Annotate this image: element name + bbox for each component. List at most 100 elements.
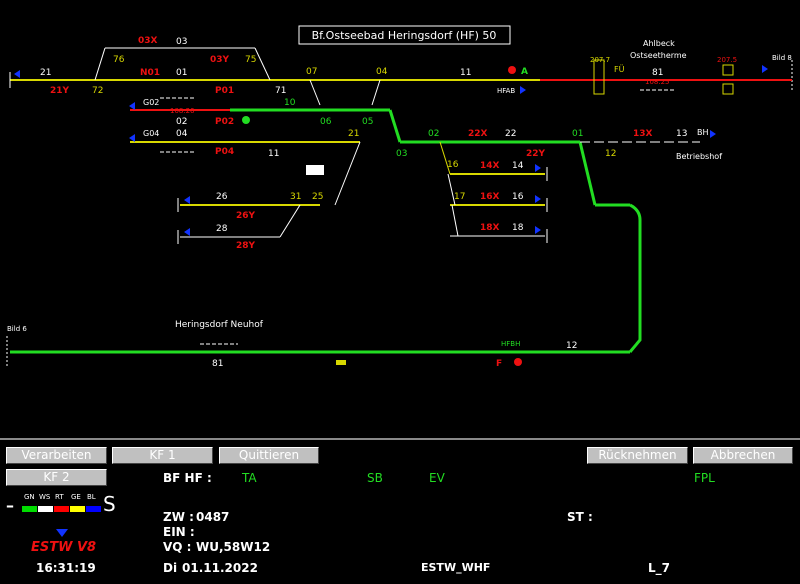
vq-label: VQ : [163,540,192,554]
label-81: 81 [652,68,663,78]
label-01b: 01 [572,129,583,139]
legend-swatch-ge [70,506,85,512]
label-21: 21 [40,68,51,78]
vq-value: WU,58W12 [196,540,271,554]
control-panel: Verarbeiten KF 1 Quittieren Rücknehmen A… [0,438,800,584]
label-22: 22 [505,129,516,139]
label-03y: 03Y [210,55,230,65]
label-11: 11 [460,68,471,78]
label-a-signal: A [521,67,528,77]
label-04b: 04 [176,129,188,139]
legend-bl: BL [87,493,96,501]
label-16b: 16 [512,192,524,202]
label-207-5: 207.5 [717,56,737,64]
ruecknehmen-button[interactable]: Rücknehmen [587,447,688,464]
status-ta[interactable]: TA [242,471,257,485]
label-02: 02 [176,117,187,127]
zw-value: 0487 [196,510,230,524]
label-03: 03 [176,37,187,47]
legend-ge: GE [71,493,81,501]
label-21b: 21 [348,129,359,139]
neighbor-left-label[interactable]: Bild 6 [7,325,27,333]
legend-rt: RT [55,493,64,501]
label-07: 07 [306,67,317,77]
label-13x: 13X [633,129,653,139]
label-10: 10 [284,98,296,108]
label-22y: 22Y [526,149,546,159]
label-03x: 03X [138,36,158,46]
label-06: 06 [320,117,332,127]
label-25: 25 [312,192,323,202]
label-hfab: HFAB [497,87,515,95]
label-p01: P01 [215,86,234,96]
track-diagram: Bf.Ostseebad Heringsdorf (HF) 50 Bild 8 … [6,25,793,369]
legend-minus: – [6,496,14,515]
label-g04: G04 [143,129,159,138]
label-n01: N01 [140,68,160,78]
kf2-button[interactable]: KF 2 [6,469,107,486]
legend-swatch-gn [22,506,37,512]
label-22x: 22X [468,129,488,139]
brand-label: ESTW V8 [31,540,97,555]
label-26: 26 [216,192,228,202]
station-title: Bf.Ostseebad Heringsdorf (HF) 50 [312,29,497,42]
label-05: 05 [362,117,373,127]
label-108-26: 108.26 [170,107,195,115]
label-hfbh: HFBH [501,340,520,348]
host-label: ESTW_WHF [421,561,491,574]
label-16: 16 [447,160,459,170]
abbrechen-button[interactable]: Abbrechen [693,447,793,464]
status-ev[interactable]: EV [429,471,445,485]
label-12: 12 [605,149,616,159]
label-betriebshof: Betriebshof [676,152,722,161]
clock: 16:31:19 [36,561,96,575]
st-label: ST : [567,510,593,524]
label-18x: 18X [480,223,500,233]
down-arrow-icon [56,529,68,537]
label-p04: P04 [215,147,234,157]
legend-ws: WS [39,493,51,501]
layer-label: L_7 [648,561,670,575]
status-sb[interactable]: SB [367,471,383,485]
status-fpl[interactable]: FPL [694,471,715,485]
neighbor-right-label[interactable]: Bild 8 [772,54,792,62]
label-13: 13 [676,129,687,139]
quittieren-button[interactable]: Quittieren [219,447,319,464]
label-f-signal: F [496,359,502,369]
label-14x: 14X [480,161,500,171]
label-bh: BH [697,128,709,137]
ein-label: EIN : [163,525,195,539]
label-11b: 11 [268,149,279,159]
zw-label: ZW : [163,510,194,524]
kf1-button[interactable]: KF 1 [112,447,213,464]
label-03c: 03 [396,149,407,159]
label-01: 01 [176,68,187,78]
label-76: 76 [113,55,125,65]
label-fu: FÜ [614,64,625,74]
label-207-7: 207.7 [590,56,610,64]
label-18: 18 [512,223,524,233]
legend-gn: GN [24,493,35,501]
label-71: 71 [275,86,286,96]
label-17: 17 [454,192,465,202]
label-12b: 12 [566,341,577,351]
verarbeiten-button[interactable]: Verarbeiten [6,447,107,464]
legend-s: S [103,492,116,516]
label-04: 04 [376,67,388,77]
label-ahlbeck: Ahlbeck [643,39,675,48]
label-02b: 02 [428,129,439,139]
label-75: 75 [245,55,256,65]
label-neuhof: Heringsdorf Neuhof [175,320,264,330]
legend-swatch-bl [86,506,101,512]
label-81b: 81 [212,359,223,369]
day-label: Di [163,561,178,575]
label-g02: G02 [143,98,159,107]
label-16x: 16X [480,192,500,202]
label-26y: 26Y [236,211,256,221]
legend-swatch-ws [38,506,53,512]
label-31: 31 [290,192,301,202]
label-21y: 21Y [50,86,70,96]
legend-swatch-rt [54,506,69,512]
label-14: 14 [512,161,524,171]
bf-label: BF HF : [163,471,212,485]
